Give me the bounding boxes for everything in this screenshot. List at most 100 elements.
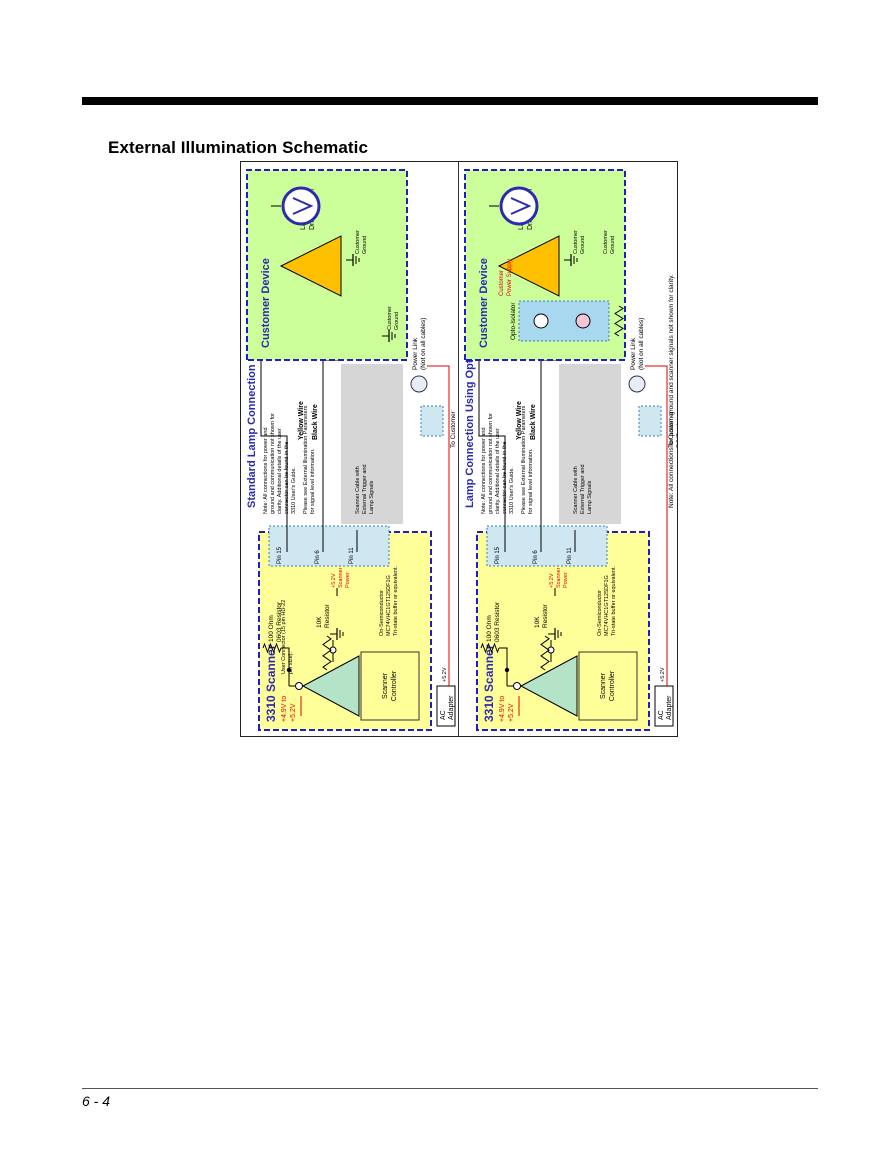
- adapter-voltage-label: +5.2V: [442, 667, 448, 682]
- data-connector: [638, 405, 662, 437]
- scanner-cable: [559, 364, 621, 524]
- buffer-note: MC74VHC1GT125DF1G: [604, 575, 610, 636]
- resistor-100-ohm: [480, 642, 500, 654]
- opto-isolator: [518, 300, 610, 342]
- scanner-controller-label: Scanner: [382, 672, 389, 699]
- buffer-amplifier: [519, 655, 578, 717]
- black-wire-label: Black Wire: [312, 404, 319, 440]
- customer-title: Customer Device: [260, 258, 272, 348]
- params-note: Please see External Illumination Paramet…: [521, 406, 527, 514]
- header-rule: [82, 97, 818, 105]
- buffer-amplifier: [301, 655, 360, 717]
- power-link-label: Power Link: [630, 337, 637, 370]
- customer-ground-label: Customer: [573, 230, 579, 254]
- buffer-note: MC74VHC1GT125DF1G: [386, 575, 392, 636]
- to-customer-label: PC/Register: [676, 412, 677, 448]
- buffer-output-dot: [295, 682, 303, 690]
- ac-adapter-label: Adapter: [448, 695, 455, 720]
- opto-led: [575, 313, 591, 329]
- bottom-note: Note: All connections for power, ground …: [668, 274, 675, 508]
- black-wire: [540, 359, 559, 530]
- connection-note: clarity. Additional details of the user: [495, 428, 501, 514]
- power-link-label: (Not on all cables): [420, 318, 427, 370]
- schematic-svg: Lamp Connection Using Opto-Isolation Exa…: [464, 169, 677, 731]
- resistor-10k-label: Resistor: [324, 603, 331, 628]
- yellow-wire: [478, 356, 506, 530]
- resistor-10k-label: Resistor: [542, 603, 549, 628]
- yellow-wire: [260, 356, 288, 530]
- ac-adapter-label: AC: [440, 710, 447, 720]
- lamp-filament: [292, 197, 314, 215]
- power-link-label: (Not on all cables): [638, 318, 645, 370]
- cable-note: External Trigger and: [580, 464, 586, 514]
- scanner-power-label: Power: [563, 572, 569, 588]
- lamp-bulb: [499, 186, 539, 226]
- pin-label: Pin 15: [495, 546, 501, 564]
- connection-note: ground and communication not shown for: [488, 413, 494, 514]
- connection-note: Note: All connections for power and: [481, 427, 487, 514]
- pin-label: Pin 15: [277, 546, 283, 564]
- opto-isolator-label: Opto-Isolator: [510, 302, 517, 340]
- lamp-filament: [510, 197, 532, 215]
- cable-note: Lamp Signals: [587, 480, 593, 514]
- pin-label: Pin 11: [567, 547, 573, 564]
- scanner-power-label: +5.2V: [331, 573, 337, 588]
- customer-title: Customer Device: [478, 258, 490, 348]
- buffer-note: Tri-state buffer or equivalent.: [611, 566, 617, 636]
- resistor-10k: [540, 635, 550, 671]
- black-wire-label: Black Wire: [530, 404, 537, 440]
- voltage-label: +5.2V: [508, 703, 515, 722]
- resistor-100-label: 100 Ohm: [268, 615, 275, 642]
- scanner-controller-label: Scanner: [600, 672, 607, 699]
- power-link-plug: [410, 375, 428, 393]
- signal-wire: [281, 647, 290, 686]
- power-link-plug: [628, 375, 646, 393]
- panel-opto-isolation: Lamp Connection Using Opto-Isolation Exa…: [459, 162, 677, 736]
- cable-note: Lamp Signals: [369, 480, 375, 514]
- cable-note: External Trigger and: [362, 464, 368, 514]
- resistor-100-label: 0603 Resistor: [494, 601, 501, 642]
- yellow-wire-label: Yellow Wire: [516, 401, 523, 440]
- scanner-cable: [341, 364, 403, 524]
- power-wire: [427, 365, 450, 686]
- opto-transistor: [533, 313, 549, 329]
- ac-adapter-label: Adapter: [666, 695, 673, 720]
- scanner-controller-block: [578, 651, 638, 721]
- customer-ground-label: Customer: [387, 306, 393, 330]
- scanner-title: 3310 Scanner: [264, 644, 278, 722]
- resistor-opto: [614, 305, 624, 337]
- lamp-driver-amplifier: [279, 235, 342, 297]
- connection-note: clarity. Additional details of the user: [277, 428, 283, 514]
- voltage-label: +5.2V: [290, 703, 297, 722]
- cable-note: Scanner Cable with: [573, 466, 579, 514]
- power-link-label: Power Link: [412, 337, 419, 370]
- customer-ground-label: Ground: [580, 236, 586, 254]
- params-note: for signal level information.: [528, 448, 534, 514]
- connection-note: 3310 User's Guide.: [509, 467, 515, 514]
- connection-note: Note: All connections for power and: [263, 427, 269, 514]
- user-connector-note: User Connector (15 pin HD-22: [281, 600, 287, 674]
- ac-adapter: [654, 685, 674, 727]
- params-note: Please see External Illumination Paramet…: [303, 406, 309, 514]
- user-connector-note: pin size).: [288, 652, 294, 674]
- pin-label: Pin 6: [315, 550, 321, 564]
- scanner-title: 3310 Scanner: [482, 644, 496, 722]
- panel-title: Standard Lamp Connection: [246, 364, 258, 508]
- ac-adapter: [436, 685, 456, 727]
- junction-dot: [504, 667, 510, 673]
- buffer-note: On-Semiconductor: [597, 590, 603, 636]
- schematic-svg: Standard Lamp Connection 3310 Scanner+4.9…: [246, 169, 459, 731]
- power-wire: [645, 365, 668, 686]
- black-wire: [322, 359, 341, 530]
- to-customer-label: To Customer: [450, 410, 457, 448]
- to-customer-label: To Customer: [668, 410, 675, 448]
- connection-note: 3310 User's Guide.: [291, 467, 297, 514]
- voltage-label: +4.9V to: [281, 696, 288, 722]
- scanner-power-label: +5.2V: [549, 573, 555, 588]
- resistor-100-label: 0603 Resistor: [276, 601, 283, 642]
- customer-ground-label: Customer: [603, 230, 609, 254]
- resistor-100-ohm: [262, 642, 282, 654]
- customer-ground-label: Ground: [362, 236, 368, 254]
- ac-adapter-label: AC: [658, 710, 665, 720]
